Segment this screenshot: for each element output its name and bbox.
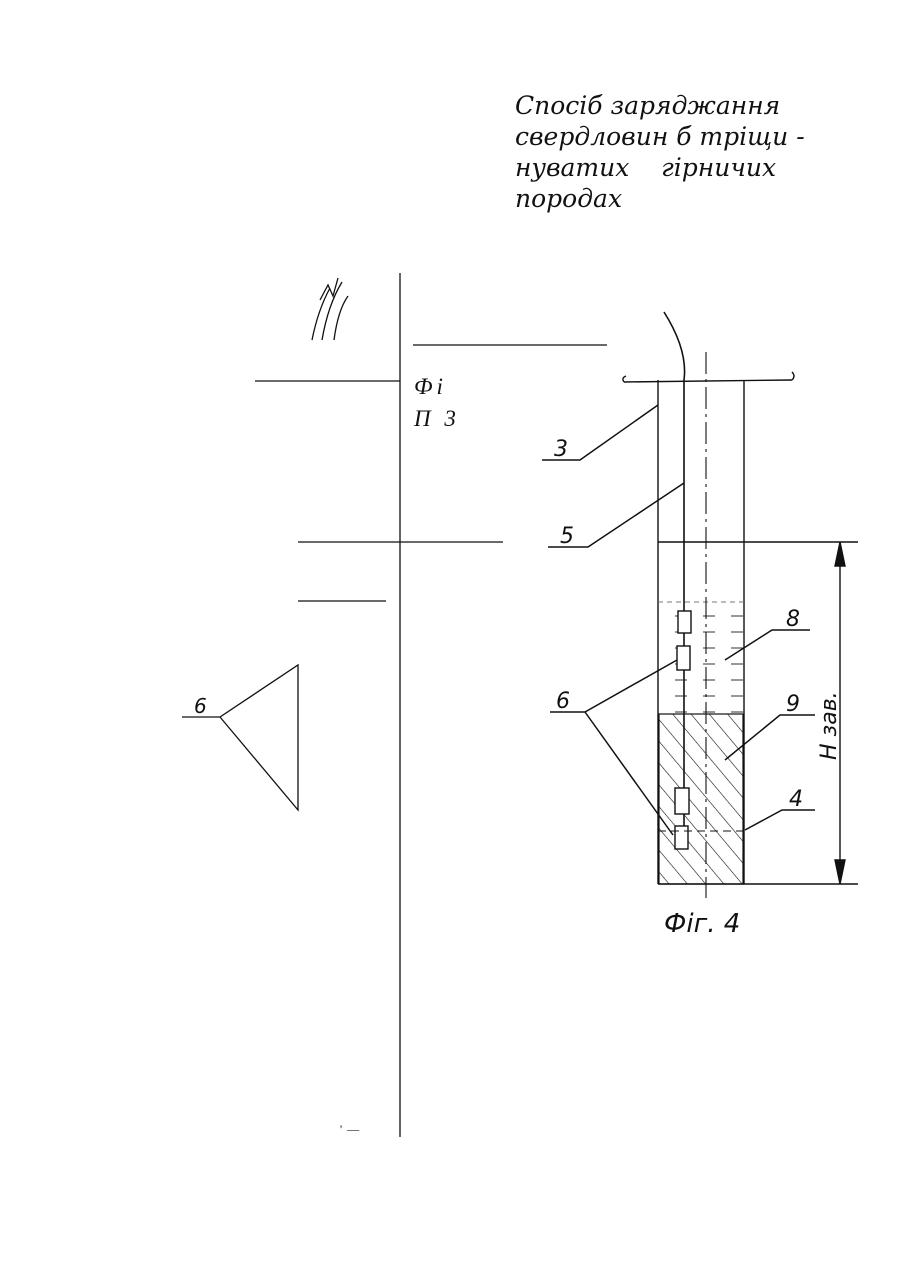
charge-4 <box>675 826 688 849</box>
leader-4 <box>745 810 815 830</box>
dimension-arrow-top <box>835 542 845 566</box>
hatched-zone <box>659 714 743 884</box>
left-fragment <box>182 273 607 1137</box>
fragment-scribble <box>312 278 348 340</box>
collar-left-tick <box>623 376 626 382</box>
charge-1 <box>678 611 691 633</box>
height-dimension-label: H зав. <box>817 691 842 760</box>
label-6: 6 <box>556 689 570 714</box>
borehole-collar-line <box>624 380 792 382</box>
charge-3 <box>675 788 689 814</box>
label-8: 8 <box>786 607 800 632</box>
charge-2 <box>677 646 690 670</box>
collar-right-tick <box>792 372 794 380</box>
liquid-zone <box>659 602 743 714</box>
fragment-triangle <box>182 665 298 810</box>
dimension-arrow-bottom <box>835 860 845 884</box>
fragment-label-6: 6 <box>194 694 207 718</box>
label-4: 4 <box>789 787 803 812</box>
label-3: 3 <box>554 437 568 462</box>
label-5: 5 <box>560 524 574 549</box>
figure-caption: Фіг. 4 <box>664 909 740 939</box>
label-9: 9 <box>786 692 800 717</box>
